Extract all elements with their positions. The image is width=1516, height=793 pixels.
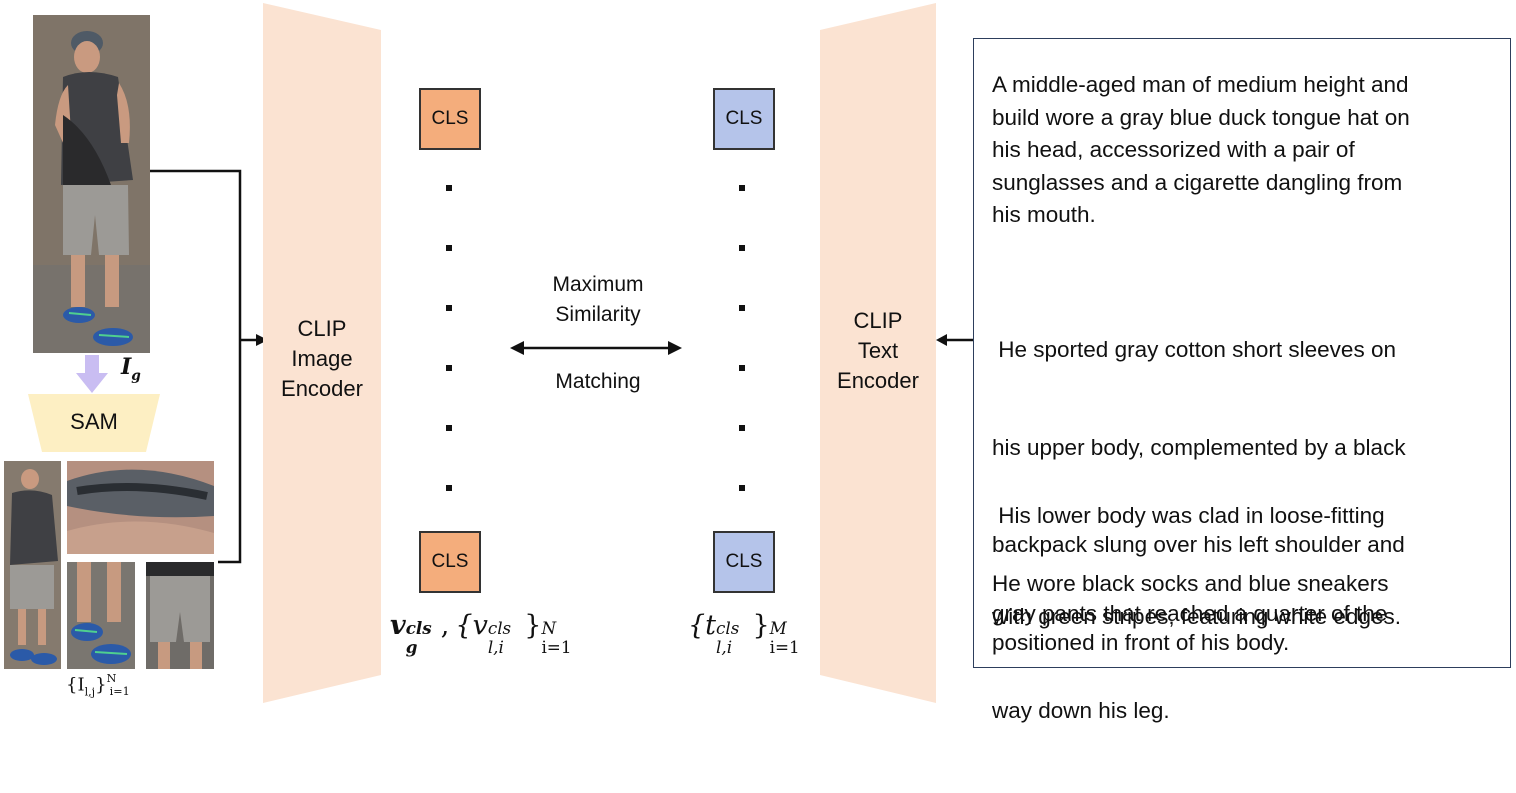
image-token-dot [446,305,452,311]
text-token-dot [739,485,745,491]
image-token-dot [446,185,452,191]
local-crop-pants [146,562,214,669]
text-cls-token-bottom: CLS [713,531,775,593]
text-description-box: A middle-aged man of medium height and b… [973,38,1511,723]
matching-label-top: Maximum Similarity [552,273,644,326]
text-token-dot [739,365,745,371]
sam-label: SAM [70,409,118,434]
local-images-label: {Il,j}Ni=1 [66,672,130,699]
input-connector [150,169,268,564]
text-token-dot [739,425,745,431]
text-cls-token-top: CLS [713,88,775,150]
image-cls-token-bottom: CLS [419,531,481,593]
description-paragraph: He sported gray cotton short sleeves on … [992,337,1406,655]
text-token-dot [739,245,745,251]
local-crop-sunglasses [67,461,214,554]
image-token-dot [446,485,452,491]
local-crop-upper-body [4,461,61,669]
image-cls-token-top: CLS [419,88,481,150]
sam-block [28,394,160,452]
description-paragraph: A middle-aged man of medium height and b… [992,72,1410,227]
text-token-dot [739,185,745,191]
clip-image-encoder-label: CLIP Image Encoder [281,316,363,401]
description-paragraph: He wore black socks and blue sneakers wi… [992,571,1401,629]
image-token-dot [446,365,452,371]
down-arrow-icon [76,355,108,393]
local-crop-shoes [67,562,135,669]
text-input-arrow [936,334,974,346]
matching-label-bottom: Matching [555,370,641,393]
bidirectional-arrow-icon [510,341,682,355]
image-token-dot [446,425,452,431]
global-person-image [33,15,150,353]
text-token-dot [739,305,745,311]
clip-text-encoder-label: CLIP Text Encoder [837,308,919,393]
global-image-label: Ig [121,354,141,385]
clip-text-encoder-block [820,3,936,703]
clip-image-encoder-block [263,3,381,703]
image-token-dot [446,245,452,251]
